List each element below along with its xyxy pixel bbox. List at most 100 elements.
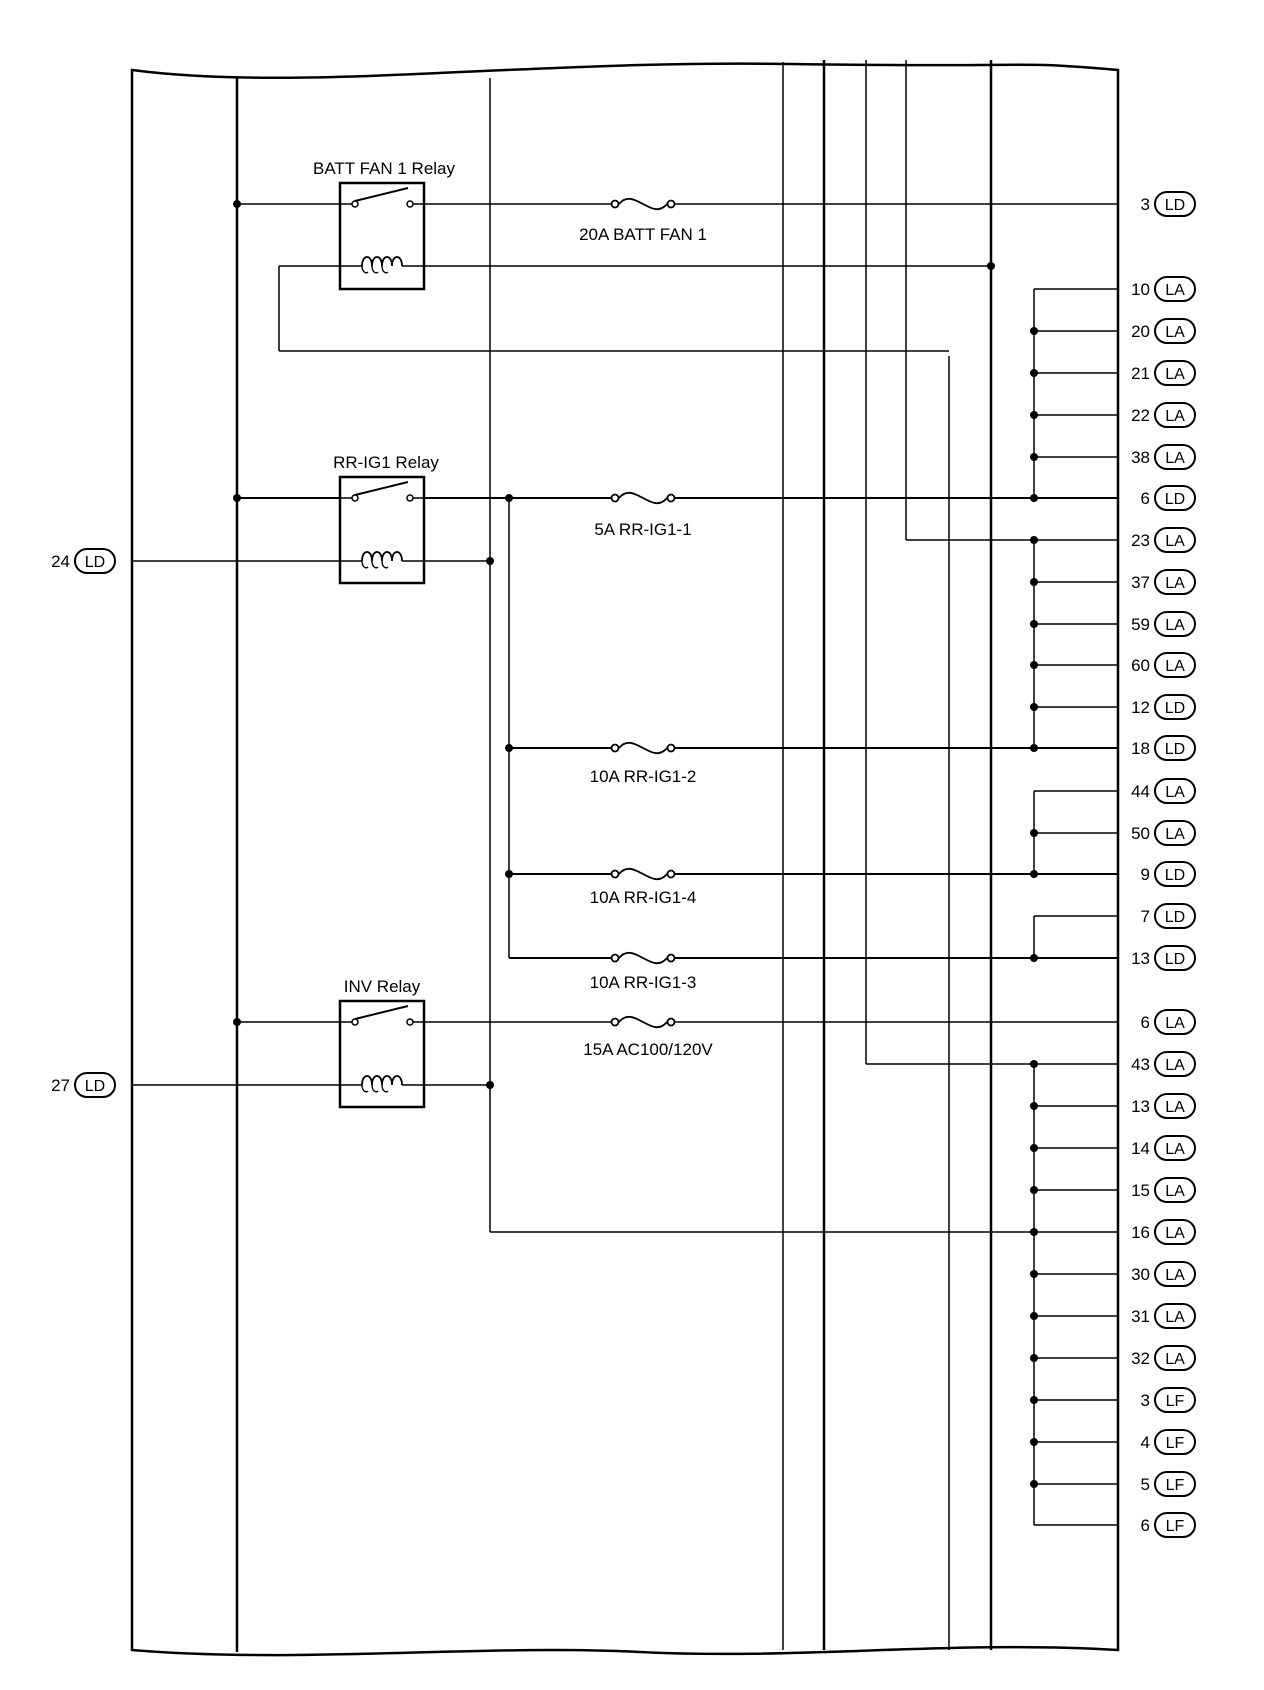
connector-code: LD (1165, 197, 1185, 214)
connector-badge (1154, 527, 1196, 553)
fuse-label-rr-ig1-3: 10A RR-IG1-3 (590, 973, 697, 992)
fuse-label-rr-ig1-2: 10A RR-IG1-2 (590, 767, 697, 786)
connector-code: LA (1165, 1141, 1185, 1158)
horizontal-wires (132, 203, 1118, 1526)
connector-badge (1154, 694, 1196, 720)
junction-dots (233, 200, 1038, 1488)
right-connector: 37 LA (1131, 569, 1196, 595)
relay-label-inv: INV Relay (344, 977, 421, 996)
connector-code: LF (1166, 1393, 1185, 1410)
connector-code: LA (1165, 784, 1185, 801)
connector-code: LA (1165, 1267, 1185, 1284)
connector-pin: 5 (1141, 1475, 1150, 1494)
connector-code: LD (1165, 741, 1185, 758)
connector-badge (1154, 444, 1196, 470)
connector-badge (1154, 1303, 1196, 1329)
connector-code: LF (1166, 1435, 1185, 1452)
connector-pin: 22 (1131, 406, 1150, 425)
connector-badge (1154, 1009, 1196, 1035)
connector-badge (1154, 360, 1196, 386)
connector-badge (1154, 1387, 1196, 1413)
connector-code: LA (1165, 1015, 1185, 1032)
connector-badge (1154, 1177, 1196, 1203)
connector-badge (1154, 945, 1196, 971)
connector-pin: 43 (1131, 1055, 1150, 1074)
connector-badge (1154, 861, 1196, 887)
right-connector: 3 LF (1141, 1387, 1196, 1413)
connector-code: LD (1165, 700, 1185, 717)
fuse-label-batt-fan-1: 20A BATT FAN 1 (579, 225, 707, 244)
connector-pin: 3 (1141, 1391, 1150, 1410)
left-connector: 27 LD (51, 1072, 116, 1098)
connector-code: LA (1165, 533, 1185, 550)
connector-pin: 6 (1141, 1516, 1150, 1535)
connector-badge (1154, 1471, 1196, 1497)
right-connector: 7 LD (1141, 903, 1196, 929)
connector-code: LF (1166, 1518, 1185, 1535)
connector-code: LA (1165, 1225, 1185, 1242)
connector-code: LA (1165, 366, 1185, 383)
left-connector: 24 LD (51, 548, 116, 574)
right-connector: 23 LA (1131, 527, 1196, 553)
connector-code: LA (1165, 658, 1185, 675)
connector-code: LA (1165, 617, 1185, 634)
connector-badge (1154, 402, 1196, 428)
connector-code: LA (1165, 1099, 1185, 1116)
relay-label-rr-ig1: RR-IG1 Relay (333, 453, 439, 472)
connector-pin: 9 (1141, 865, 1150, 884)
connector-code: LD (85, 1078, 105, 1095)
connector-pin: 15 (1131, 1181, 1150, 1200)
connector-pin: 7 (1141, 907, 1150, 926)
relay-rr-ig1 (338, 475, 426, 585)
fuse-symbols (610, 197, 676, 1029)
connector-badge (1154, 569, 1196, 595)
connector-badge (1154, 276, 1196, 302)
connector-badge (1154, 652, 1196, 678)
connector-code: LA (1165, 324, 1185, 341)
connector-pin: 13 (1131, 1097, 1150, 1116)
connector-code: LD (1165, 909, 1185, 926)
connector-code: LA (1165, 1351, 1185, 1368)
connector-pin: 32 (1131, 1349, 1150, 1368)
connector-code: LA (1165, 450, 1185, 467)
right-connector: 22 LA (1131, 402, 1196, 428)
vertical-buses (235, 60, 1035, 1652)
right-connector: 32 LA (1131, 1345, 1196, 1371)
connector-pin: 6 (1141, 489, 1150, 508)
relay-batt-fan-1 (338, 181, 426, 291)
connector-badge (1154, 1261, 1196, 1287)
connector-badge (1154, 1345, 1196, 1371)
connector-pin: 16 (1131, 1223, 1150, 1242)
connector-badge (1154, 1512, 1196, 1538)
connector-code: LA (1165, 1057, 1185, 1074)
connector-pin: 23 (1131, 531, 1150, 550)
connector-pin: 37 (1131, 573, 1150, 592)
connector-badge (1154, 820, 1196, 846)
connector-pin: 60 (1131, 656, 1150, 675)
connector-code: LA (1165, 575, 1185, 592)
relay-inv (338, 999, 426, 1109)
connector-pin: 27 (51, 1076, 70, 1095)
right-connector: 6 LF (1141, 1512, 1196, 1538)
connector-badge (1154, 735, 1196, 761)
connector-code: LA (1165, 408, 1185, 425)
fuse-label-ac100-120v: 15A AC100/120V (583, 1040, 713, 1059)
connector-badge (1154, 903, 1196, 929)
connector-code: LA (1165, 282, 1185, 299)
connector-code: LD (1165, 491, 1185, 508)
connector-badge (1154, 778, 1196, 804)
connector-code: LA (1165, 1309, 1185, 1326)
connector-code: LA (1165, 1183, 1185, 1200)
